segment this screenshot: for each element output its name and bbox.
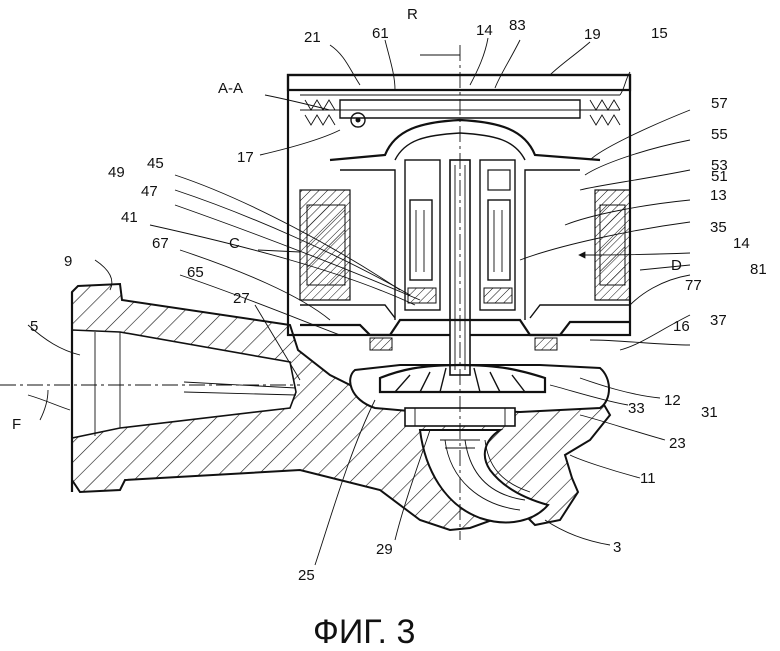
label-11: 11 [640, 470, 656, 487]
label-16: 16 [673, 318, 690, 335]
label-61: 61 [372, 25, 389, 42]
label-19: 19 [584, 26, 601, 43]
reference-labels: R 21 61 14 83 19 15 A-A 57 55 53 17 45 4… [12, 6, 767, 651]
label-49: 49 [108, 164, 125, 181]
label-33: 33 [628, 400, 645, 417]
label-12: 12 [664, 392, 681, 409]
label-15: 15 [651, 25, 668, 42]
label-21: 21 [304, 29, 321, 46]
figure-caption: ФИГ. 3 [313, 613, 415, 651]
label-77: 77 [685, 277, 702, 294]
label-27: 27 [233, 290, 250, 307]
label-35: 35 [710, 219, 727, 236]
label-3: 3 [613, 539, 621, 556]
label-25: 25 [298, 567, 315, 584]
pump-housing [70, 282, 612, 532]
axis-lines [0, 45, 461, 540]
label-17: 17 [237, 149, 254, 166]
motor-housing [286, 73, 632, 376]
label-55: 55 [711, 126, 728, 143]
label-13: 13 [710, 187, 727, 204]
label-5: 5 [30, 318, 38, 335]
label-31: 31 [701, 404, 718, 421]
label-81: 81 [750, 261, 767, 278]
label-F: F [12, 416, 21, 433]
label-C: C [229, 235, 240, 252]
detail-circles [257, 249, 691, 271]
label-51: 51 [711, 168, 728, 185]
label-D: D [671, 257, 682, 274]
label-67: 67 [152, 235, 169, 252]
label-57: 57 [711, 95, 728, 112]
label-41: 41 [121, 209, 138, 226]
label-29: 29 [376, 541, 393, 558]
label-23: 23 [669, 435, 686, 452]
label-9: 9 [64, 253, 72, 270]
label-14-right: 14 [733, 235, 750, 252]
label-47: 47 [141, 183, 158, 200]
label-45: 45 [147, 155, 164, 172]
leader-lines [27, 37, 691, 566]
section-label: A-A [218, 80, 243, 97]
label-53: 53 [711, 157, 728, 174]
label-R: R [407, 6, 418, 23]
label-83: 83 [509, 17, 526, 34]
label-37: 37 [710, 312, 727, 329]
label-65: 65 [187, 264, 204, 281]
label-14-top: 14 [476, 22, 493, 39]
